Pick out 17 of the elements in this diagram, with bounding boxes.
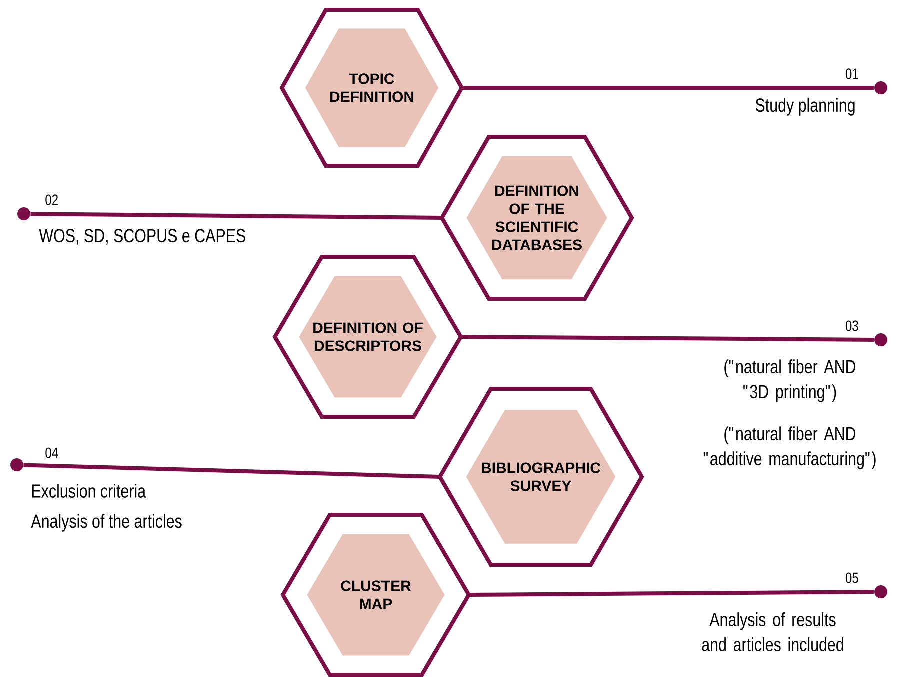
connector-line (30, 212, 442, 220)
connector-line (462, 86, 874, 90)
description-text: WOS, SD, SCOPUS e CAPES (39, 229, 246, 245)
connector-line (469, 590, 874, 597)
connector-line (461, 335, 874, 342)
step-number: 02 (46, 194, 58, 206)
description-text: Study planning (756, 98, 855, 116)
description-text: Analysis of the articles (31, 514, 182, 532)
description-text: ("natural fiber AND "additive manufacturing") (704, 426, 876, 470)
step-number: 03 (846, 320, 858, 332)
step-number: 01 (846, 68, 858, 80)
connector-line (24, 463, 440, 479)
description-text: Exclusion criteria (32, 484, 146, 498)
description-text: Analysis of results and articles included (702, 612, 844, 652)
description-text: ("natural fiber AND "3D printing") (724, 360, 856, 402)
step-number: 05 (846, 572, 858, 584)
step-number: 04 (46, 448, 58, 458)
